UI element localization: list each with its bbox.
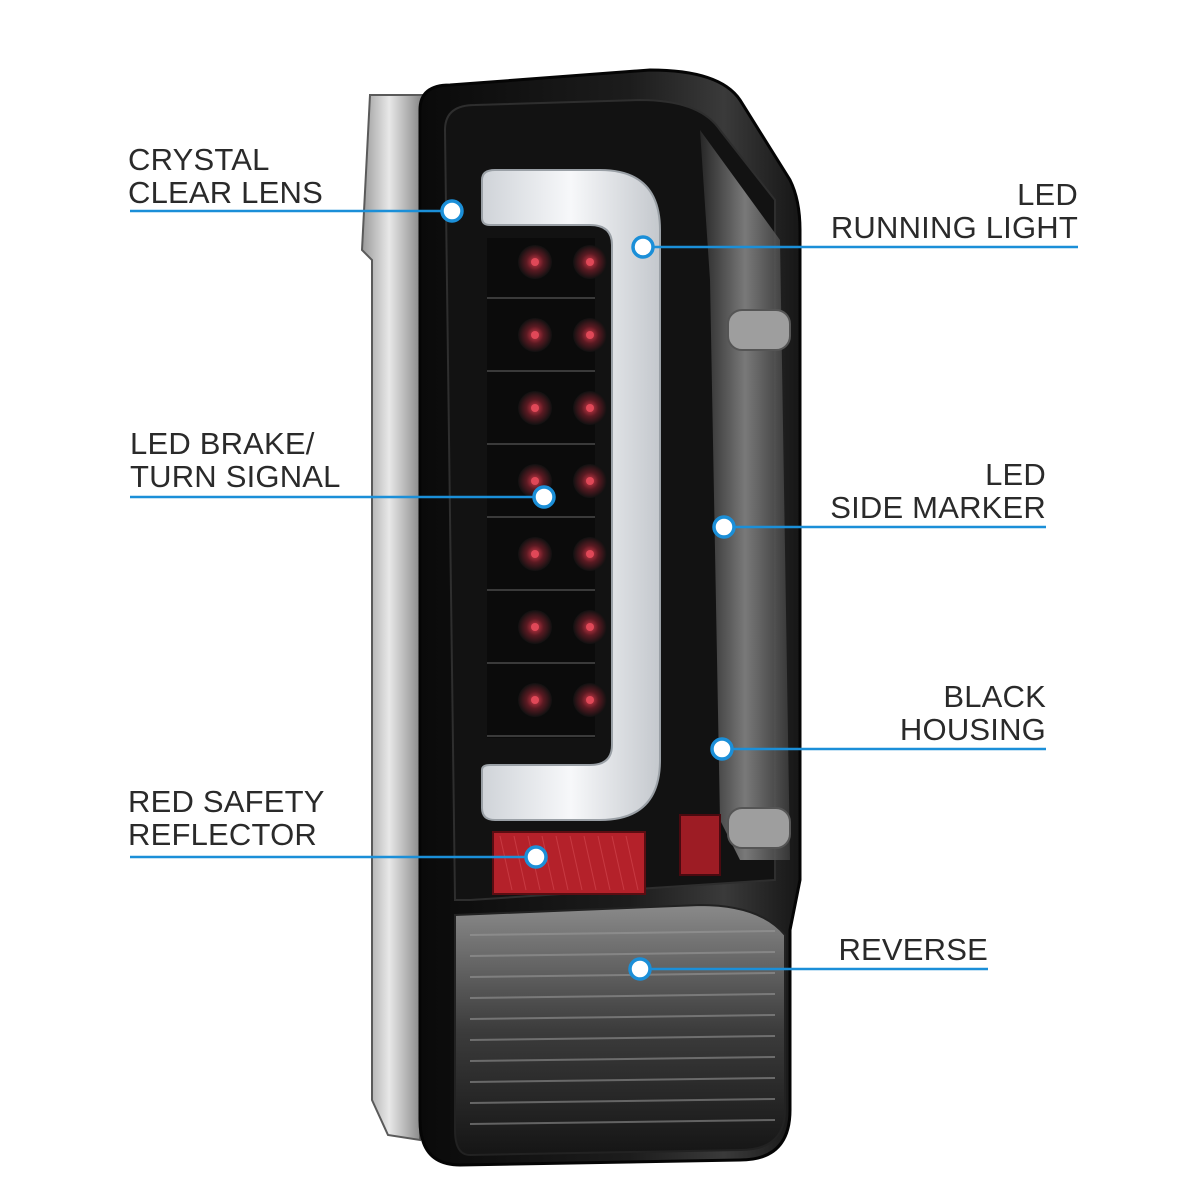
led-emitter-core xyxy=(586,696,594,704)
reflector-pattern xyxy=(499,835,639,891)
callout-dot xyxy=(440,199,464,223)
label-led-running-light: LED RUNNING LIGHT xyxy=(830,177,1078,245)
reverse-rib xyxy=(469,993,776,999)
reverse-rib xyxy=(469,1035,776,1041)
callout-dot xyxy=(628,957,652,981)
reflector-prism-line xyxy=(569,835,583,891)
reflector-prism-line xyxy=(541,835,555,891)
callout-dot xyxy=(631,235,655,259)
led-grid xyxy=(487,245,607,737)
reflector-prism-line xyxy=(611,835,625,891)
reflector-prism-line xyxy=(597,835,611,891)
label-red-safety-reflector: RED SAFETY REFLECTOR xyxy=(128,784,325,852)
label-led-side-marker: LED SIDE MARKER xyxy=(830,457,1046,525)
label-led-brake-turn-signal: LED BRAKE/ TURN SIGNAL xyxy=(130,426,341,494)
led-emitter-core xyxy=(586,550,594,558)
reflector-prism-line xyxy=(583,835,597,891)
callout-lines xyxy=(130,199,1078,981)
callout-dot xyxy=(712,515,736,539)
reverse-lens xyxy=(454,903,786,1157)
led-emitter-core xyxy=(531,550,539,558)
label-reverse: REVERSE xyxy=(838,932,988,967)
callout-dot xyxy=(532,485,556,509)
reverse-ribs xyxy=(469,930,776,1125)
led-emitter-core xyxy=(586,404,594,412)
reverse-rib xyxy=(469,1077,776,1083)
reverse-rib xyxy=(469,930,776,936)
led-emitter-core xyxy=(531,696,539,704)
led-emitter-core xyxy=(586,258,594,266)
led-emitter-core xyxy=(586,623,594,631)
reverse-rib xyxy=(469,972,776,978)
reflector-prism-line xyxy=(625,835,639,891)
led-emitter-core xyxy=(531,258,539,266)
reflector-prism-line xyxy=(499,835,513,891)
callout-dot xyxy=(710,737,734,761)
reflector-prism-line xyxy=(555,835,569,891)
reverse-rib xyxy=(469,1119,776,1125)
side-marker-tab-top xyxy=(727,309,791,351)
led-emitter-core xyxy=(586,331,594,339)
red-safety-reflector-lens xyxy=(492,831,646,895)
led-emitter-core xyxy=(531,331,539,339)
led-emitter-core xyxy=(531,623,539,631)
led-emitter-core xyxy=(586,477,594,485)
led-running-light-tube xyxy=(481,169,661,821)
led-emitter-core xyxy=(531,477,539,485)
reverse-rib xyxy=(469,951,776,957)
label-black-housing: BLACK HOUSING xyxy=(899,679,1046,747)
side-marker-tab-bottom xyxy=(727,807,791,849)
label-crystal-clear-lens: CRYSTAL CLEAR LENS xyxy=(128,142,323,210)
reverse-rib xyxy=(469,1014,776,1020)
led-emitter-core xyxy=(531,404,539,412)
reverse-rib xyxy=(469,1098,776,1104)
callout-dot xyxy=(524,845,548,869)
reverse-rib xyxy=(469,1056,776,1062)
red-safety-reflector-side xyxy=(679,814,721,876)
reflector-prism-line xyxy=(513,835,527,891)
